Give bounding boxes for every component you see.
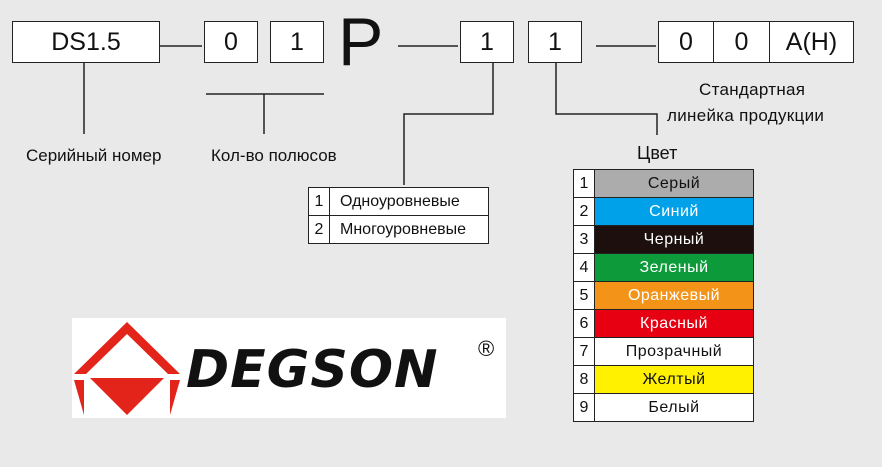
degson-logo: DEGSON ® xyxy=(72,318,506,418)
level-box: 1 xyxy=(460,21,514,63)
color-swatch: Зеленый xyxy=(594,253,754,282)
pole-count-label: Кол-во полюсов xyxy=(211,146,337,165)
level-row-number: 2 xyxy=(308,215,330,244)
color-row-number: 9 xyxy=(573,393,595,422)
level-row-name: Одноуровневые xyxy=(329,187,489,216)
suffix-box-1: 0 xyxy=(658,21,714,63)
type-letter: P xyxy=(338,4,384,80)
color-box: 1 xyxy=(528,21,582,63)
color-swatch: Оранжевый xyxy=(594,281,754,310)
series-code: DS1.5 xyxy=(51,27,121,56)
color-row-number: 6 xyxy=(573,309,595,338)
color-digit: 1 xyxy=(548,27,562,56)
degson-logo-mark xyxy=(74,322,180,415)
color-row-number: 4 xyxy=(573,253,595,282)
color-swatch: Прозрачный xyxy=(594,337,754,366)
registered-mark: ® xyxy=(478,336,495,361)
color-swatch: Черный xyxy=(594,225,754,254)
color-label: Цвет xyxy=(637,143,678,163)
suffix-digit-1: 0 xyxy=(679,27,693,56)
color-swatch: Белый xyxy=(594,393,754,422)
suffix-digit-2: 0 xyxy=(734,27,749,56)
color-swatch: Красный xyxy=(594,309,754,338)
degson-logo-text: DEGSON xyxy=(186,340,439,400)
color-swatch: Серый xyxy=(594,169,754,198)
standard-line-label-2: линейка продукции xyxy=(667,106,825,125)
level-digit: 1 xyxy=(480,27,494,56)
color-row-number: 7 xyxy=(573,337,595,366)
suffix-box-3: A(H) xyxy=(770,21,854,63)
level-row-number: 1 xyxy=(308,187,330,216)
color-swatch: Желтый xyxy=(594,365,754,394)
suffix-code-3: A(H) xyxy=(785,27,838,56)
color-row-number: 2 xyxy=(573,197,595,226)
serial-number-label: Серийный номер xyxy=(26,146,162,165)
level-row-name: Многоуровневые xyxy=(329,215,489,244)
suffix-box-2: 0 xyxy=(714,21,770,63)
standard-line-label-1: Стандартная xyxy=(699,80,806,99)
color-swatch: Синий xyxy=(594,197,754,226)
color-row-number: 8 xyxy=(573,365,595,394)
color-row-number: 5 xyxy=(573,281,595,310)
poles-box-1: 0 xyxy=(204,21,258,63)
poles-box-2: 1 xyxy=(270,21,324,63)
color-row-number: 1 xyxy=(573,169,595,198)
color-row-number: 3 xyxy=(573,225,595,254)
poles-digit-2: 1 xyxy=(290,27,304,56)
poles-digit-1: 0 xyxy=(224,27,238,56)
series-box: DS1.5 xyxy=(12,21,160,63)
